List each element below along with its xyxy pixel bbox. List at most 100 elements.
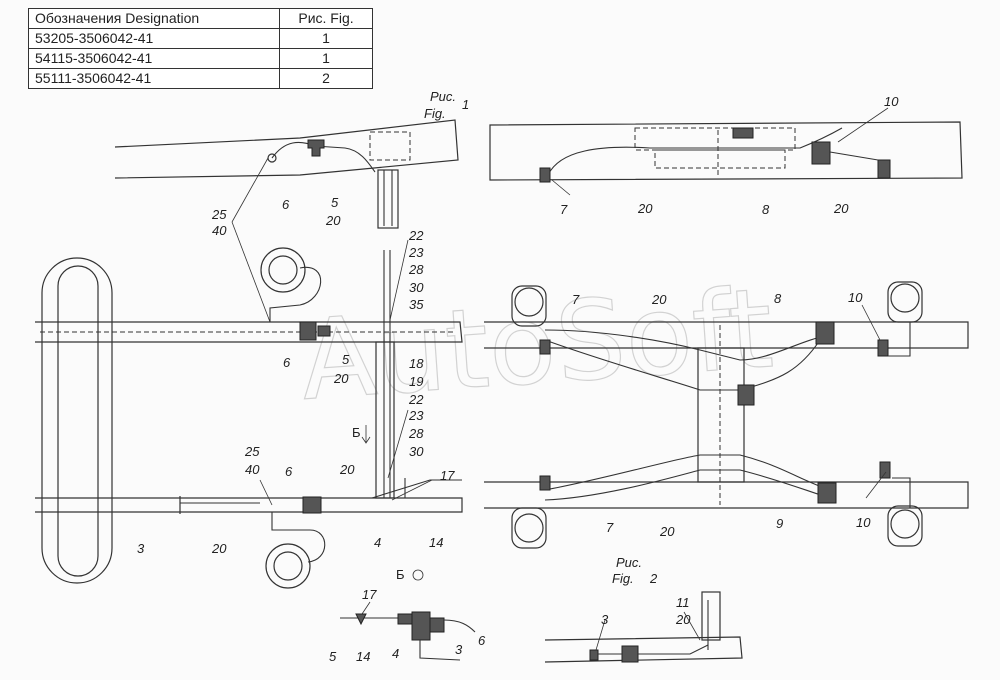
table-row: 55111-3506042-41 2 <box>28 68 373 89</box>
wheel <box>890 509 920 539</box>
leader <box>259 479 273 506</box>
crossmember-outline <box>634 127 796 151</box>
callout: 7 <box>572 292 580 307</box>
callout: 20 <box>333 371 349 386</box>
leader <box>391 479 433 501</box>
crossmember <box>701 591 721 641</box>
callout: 40 <box>245 462 260 477</box>
callout: 28 <box>408 262 424 277</box>
leader <box>837 107 889 143</box>
callout: 20 <box>833 201 849 216</box>
callout: 20 <box>675 612 691 627</box>
view-b-arrow-label: Б <box>352 425 361 440</box>
air-line <box>544 469 831 501</box>
wheel-hub <box>511 285 547 327</box>
fig1-main-view <box>35 247 463 589</box>
air-line <box>547 127 843 176</box>
fig1-label-ru: Рис. <box>430 89 456 104</box>
crossmember-outline <box>654 149 786 169</box>
brake-chamber-inner <box>273 551 303 581</box>
callout: 14 <box>356 649 370 664</box>
callout: 25 <box>244 444 260 459</box>
callout: 5 <box>331 195 339 210</box>
callout: 20 <box>325 213 341 228</box>
callout: 22 <box>408 392 424 407</box>
valve <box>732 127 754 139</box>
valve <box>811 141 831 165</box>
fig2-top-rail-view <box>489 121 963 183</box>
callout: 20 <box>651 292 667 307</box>
callout: 20 <box>211 541 227 556</box>
hose <box>419 640 461 661</box>
valve <box>621 645 639 663</box>
callout: 3 <box>455 642 463 657</box>
leader <box>387 409 409 479</box>
leader <box>231 221 271 323</box>
fitting <box>539 167 551 183</box>
valve <box>411 611 431 641</box>
frame-rail-upper <box>35 321 463 343</box>
table-header-row: Обозначения Designation Рис. Fig. <box>28 8 373 29</box>
designation-header: Обозначения Designation <box>28 8 280 29</box>
callout: 35 <box>409 297 424 312</box>
designation-table: Обозначения Designation Рис. Fig. 53205-… <box>28 8 373 89</box>
callout: 19 <box>409 374 423 389</box>
wheel-hub <box>887 281 923 323</box>
callout: 20 <box>339 462 355 477</box>
leader <box>595 619 606 651</box>
callout: 17 <box>440 468 455 483</box>
leader <box>861 304 881 341</box>
leader <box>865 471 887 499</box>
callout: 5 <box>329 649 337 664</box>
fitting <box>539 339 551 355</box>
leader <box>551 179 571 196</box>
callout: 14 <box>429 535 443 550</box>
fig-cell: 2 <box>279 68 373 89</box>
frame-rail <box>489 121 963 181</box>
callout: 5 <box>342 352 350 367</box>
fig2-main-view <box>484 281 969 549</box>
callout: 40 <box>212 223 227 238</box>
leader <box>361 601 371 615</box>
fig2-label-en: Fig. <box>612 571 634 586</box>
valve-body <box>429 617 445 633</box>
callout: 7 <box>606 520 614 535</box>
pipe-diagonal <box>371 479 462 499</box>
callout: 23 <box>408 408 424 423</box>
callout: 6 <box>478 633 486 648</box>
callout: 8 <box>762 202 770 217</box>
fitting <box>539 475 551 491</box>
wheel-outer <box>41 257 113 584</box>
wheel-hub <box>511 507 547 549</box>
callout: 30 <box>409 280 424 295</box>
leader <box>231 157 269 223</box>
fitting <box>879 461 891 479</box>
crossmember <box>375 341 395 499</box>
fitting <box>397 613 413 625</box>
callout: 10 <box>848 290 863 305</box>
wheel <box>890 283 920 313</box>
leader <box>683 611 701 641</box>
callout: 18 <box>409 356 424 371</box>
brake-chamber <box>265 543 311 589</box>
crossmember <box>697 347 745 483</box>
watermark: AutoSoft <box>297 264 777 425</box>
callout: 6 <box>282 197 290 212</box>
brake-chamber <box>260 247 306 293</box>
callout: 7 <box>560 202 568 217</box>
callout: 4 <box>392 646 399 661</box>
valve <box>817 482 837 504</box>
valve <box>299 321 317 341</box>
air-line <box>271 141 376 173</box>
valve-body <box>317 325 331 337</box>
fig2-bottom-view <box>544 591 743 663</box>
fitting <box>589 649 599 661</box>
fig1-label-en: Fig. <box>424 106 446 121</box>
fig2-label-ru: Рис. <box>616 555 642 570</box>
frame-rail-lower <box>35 497 463 513</box>
view-b-label: Б <box>396 567 405 582</box>
valve <box>302 496 322 514</box>
crossmember-stub <box>377 169 399 229</box>
